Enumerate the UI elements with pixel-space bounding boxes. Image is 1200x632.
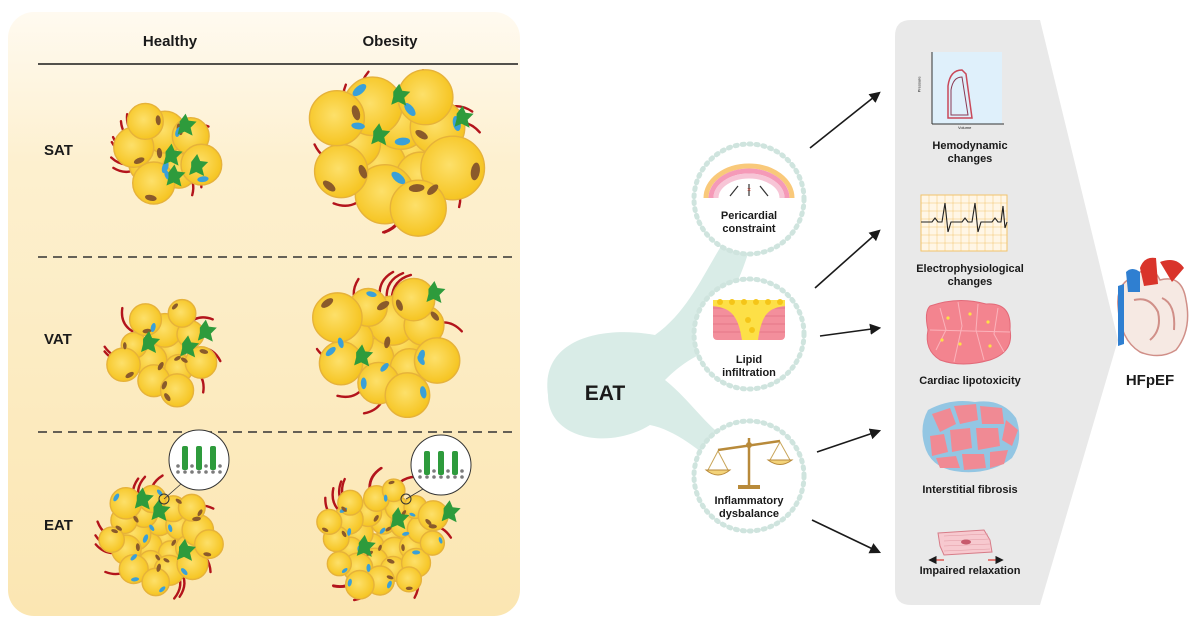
mechanism-label-lipid: Lipid infiltration [699, 354, 799, 380]
outcome-label-fibrosis: Interstitial fibrosis [922, 484, 1018, 496]
mechanism-line1: Lipid [735, 354, 763, 366]
arrows [809, 91, 882, 554]
adipose-cluster-eat-obesity [316, 466, 461, 602]
outcome-label-electrophysiological: Electrophysiological changes [900, 263, 1040, 289]
mechanism-label-inflammatory: Inflammatory dysbalance [699, 495, 799, 521]
outcome-line2: changes [947, 153, 993, 166]
receptor-zoom-healthy [158, 429, 230, 505]
rainbow-pressure-icon: × [703, 163, 795, 199]
row-label-eat: EAT [44, 517, 73, 534]
mechanism-line2: constraint [722, 223, 776, 236]
adipose-clusters [94, 69, 486, 602]
pv-loop-chart-icon [931, 52, 1004, 125]
pv-axis-x-label: Volume [958, 125, 972, 130]
fibrosis-tissue-icon [922, 401, 1020, 473]
mechanism-label-pericardial: Pericardial constraint [699, 210, 799, 236]
outcome-line1: Electrophysiological [916, 263, 1024, 275]
adipose-cluster-sat-obesity [308, 69, 486, 237]
mechanism-line1: Pericardial [720, 210, 778, 222]
adipose-cluster-vat-obesity [312, 270, 464, 419]
receptor-zoom-obesity [400, 434, 472, 505]
svg-text:×: × [747, 187, 751, 194]
arrow-to-hemodynamic [809, 91, 881, 149]
mechanism-line2: infiltration [722, 367, 776, 380]
row-label-vat: VAT [44, 331, 72, 348]
heart-icon [1117, 257, 1189, 357]
lipid-myocytes-icon [925, 300, 1012, 365]
myocyte-relaxation-icon [928, 529, 1004, 565]
outcome-label-relaxation: Impaired relaxation [919, 565, 1021, 577]
arrow-to-fibrosis [816, 428, 882, 453]
result-label-hfpef: HFpEF [1125, 372, 1175, 389]
mechanism-line2: dysbalance [719, 508, 779, 521]
lipid-tissue-icon [713, 299, 785, 340]
outcome-label-hemodynamic: Hemodynamic changes [910, 140, 1030, 166]
arrow-to-electrophysiological [814, 229, 881, 289]
outcome-label-lipotoxicity: Cardiac lipotoxicity [919, 375, 1021, 387]
center-eat-label: EAT [584, 382, 626, 405]
column-header-obesity: Obesity [362, 33, 418, 50]
adipose-cluster-vat-healthy [103, 298, 222, 408]
adipose-cluster-sat-healthy [109, 102, 223, 205]
outcome-line1: Hemodynamic [932, 140, 1008, 152]
arrow-to-relaxation [811, 519, 882, 554]
balance-scale-icon [704, 438, 794, 489]
pv-axis-y-label: Pressure [916, 76, 922, 93]
column-header-healthy: Healthy [142, 33, 198, 50]
arrow-to-lipotoxicity [819, 323, 882, 337]
eat-branch-blob [547, 235, 752, 470]
outcome-line2: changes [947, 276, 993, 289]
row-label-sat: SAT [44, 142, 73, 159]
mechanism-line1: Inflammatory [714, 495, 784, 507]
adipose-cluster-eat-healthy [94, 474, 224, 600]
ecg-trace-icon [920, 194, 1008, 252]
